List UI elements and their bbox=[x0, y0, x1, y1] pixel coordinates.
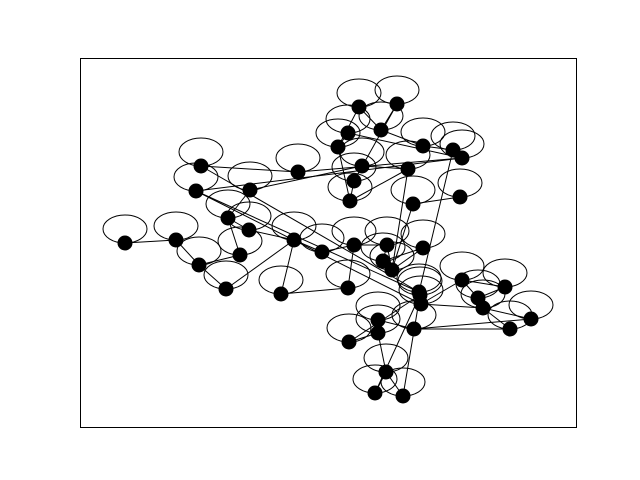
graph-node bbox=[340, 280, 356, 296]
graph-node bbox=[370, 325, 386, 341]
graph-edge bbox=[482, 307, 532, 320]
graph-node bbox=[373, 122, 389, 138]
graph-node bbox=[341, 334, 357, 350]
graph-node bbox=[342, 193, 358, 209]
graph-edge bbox=[349, 168, 409, 202]
graph-node bbox=[497, 279, 513, 295]
graph-node bbox=[354, 158, 370, 174]
graph-node bbox=[412, 287, 428, 303]
graph-node bbox=[502, 321, 518, 337]
graph-node bbox=[406, 321, 422, 337]
graph-node bbox=[378, 364, 394, 380]
graph-node bbox=[415, 240, 431, 256]
graph-edge bbox=[195, 190, 422, 305]
graph-node bbox=[454, 150, 470, 166]
graph-edge bbox=[280, 287, 349, 295]
graph-node bbox=[367, 385, 383, 401]
graph-node bbox=[286, 232, 302, 248]
graph-node bbox=[242, 182, 258, 198]
graph-node bbox=[193, 158, 209, 174]
graph-edge bbox=[402, 294, 421, 397]
graph-edge bbox=[413, 318, 532, 330]
graph-node bbox=[415, 138, 431, 154]
graph-edge bbox=[195, 157, 463, 192]
graph-node bbox=[454, 272, 470, 288]
graph-node bbox=[400, 161, 416, 177]
graph-edge bbox=[200, 165, 299, 173]
graph-node bbox=[346, 237, 362, 253]
graph-node bbox=[523, 311, 539, 327]
graph-edge bbox=[195, 190, 420, 293]
graph-node bbox=[330, 139, 346, 155]
graph-edge bbox=[124, 239, 177, 244]
graph-edge bbox=[225, 239, 295, 290]
graph-edge bbox=[418, 149, 454, 293]
graph-node bbox=[389, 96, 405, 112]
graph-node bbox=[475, 300, 491, 316]
graph-node bbox=[405, 196, 421, 212]
graph-node bbox=[340, 125, 356, 141]
graph-node bbox=[168, 232, 184, 248]
graph-node bbox=[395, 388, 411, 404]
graph-edge bbox=[420, 303, 484, 309]
graph-node bbox=[290, 164, 306, 180]
graph-node bbox=[370, 312, 386, 328]
nodes-layer bbox=[117, 96, 539, 404]
graph-node bbox=[218, 281, 234, 297]
graph-edge bbox=[297, 157, 463, 173]
graph-node bbox=[232, 247, 248, 263]
graph-edge bbox=[420, 279, 463, 305]
graph-node bbox=[191, 257, 207, 273]
graph-node bbox=[241, 222, 257, 238]
graph-edge bbox=[347, 132, 463, 159]
graph-edge bbox=[391, 203, 414, 271]
graph-node bbox=[314, 244, 330, 260]
graph-node bbox=[379, 237, 395, 253]
graph-node bbox=[273, 286, 289, 302]
graph-node bbox=[384, 262, 400, 278]
graph-node bbox=[351, 99, 367, 115]
graph-node bbox=[220, 210, 236, 226]
graph-node bbox=[188, 183, 204, 199]
graph-node bbox=[452, 189, 468, 205]
axes-frame bbox=[80, 58, 577, 428]
graph-node bbox=[346, 173, 362, 189]
graph-node bbox=[117, 235, 133, 251]
graph-edge bbox=[249, 165, 363, 191]
